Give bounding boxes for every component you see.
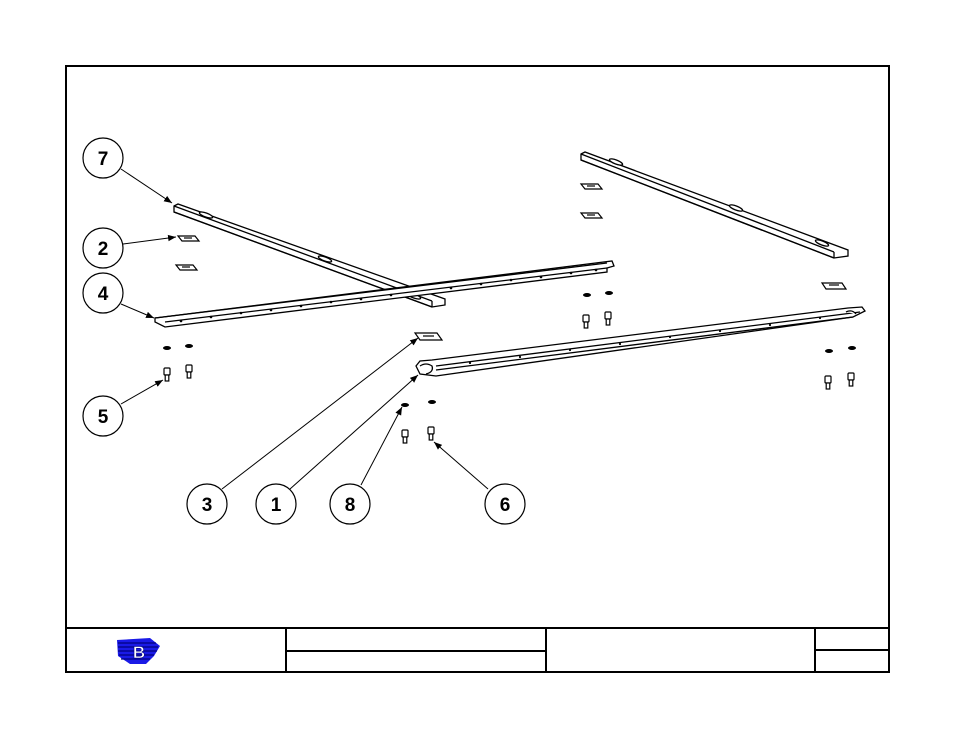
callout-6: 6 [485, 484, 525, 524]
leader-5 [121, 380, 163, 404]
callout-5-label: 5 [98, 407, 109, 428]
callout-2: 2 [83, 228, 123, 268]
callout-5: 5 [83, 396, 123, 436]
leader-lines [121, 169, 488, 489]
callout-4-label: 4 [98, 284, 109, 305]
callout-4: 4 [83, 273, 123, 313]
company-logo: B [117, 638, 160, 664]
callout-1: 1 [256, 484, 296, 524]
leader-1 [290, 375, 418, 489]
part-7-bar-right [581, 152, 848, 258]
part-4-rail [155, 261, 614, 327]
leader-6 [434, 442, 488, 489]
leader-3 [222, 338, 418, 489]
leader-7 [121, 169, 172, 203]
callout-1-label: 1 [271, 495, 282, 516]
callout-3: 3 [187, 484, 227, 524]
callout-8-label: 8 [345, 495, 356, 516]
callout-3-label: 3 [202, 495, 213, 516]
callout-7: 7 [83, 138, 123, 178]
leader-4 [121, 304, 154, 318]
callout-6-label: 6 [500, 495, 511, 516]
logo-letter: B [133, 643, 145, 662]
leader-2 [123, 237, 176, 244]
callout-7-label: 7 [98, 149, 109, 170]
title-block [66, 628, 889, 672]
part-3-plate [415, 333, 442, 340]
part-1-rail [416, 307, 865, 376]
callout-2-label: 2 [98, 239, 109, 260]
leader-8 [361, 407, 402, 485]
callout-8: 8 [330, 484, 370, 524]
